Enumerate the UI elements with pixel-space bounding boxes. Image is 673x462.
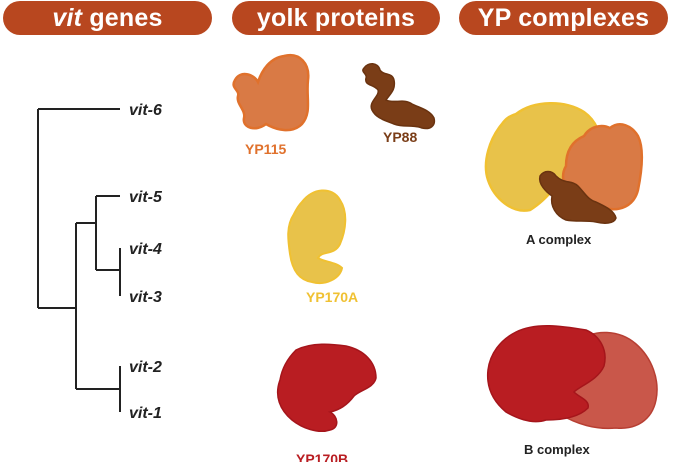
header-genes-text: genes: [82, 3, 163, 32]
a-complex-yp170a: [484, 102, 602, 212]
header-vit-genes: vit genes: [3, 1, 212, 35]
label-b-complex: B complex: [524, 442, 591, 457]
yp170a-shape: [287, 189, 347, 284]
label-a-complex: A complex: [526, 232, 592, 247]
gene-tree: [37, 108, 121, 412]
gene-label-vit-5: vit-5: [129, 189, 163, 206]
gene-label-vit-3: vit-3: [129, 289, 162, 306]
header-yolk-proteins: yolk proteins: [232, 1, 440, 35]
gene-label-vit-4: vit-4: [129, 241, 162, 258]
yp115-shape: [232, 53, 310, 132]
label-yp88: YP88: [383, 129, 417, 145]
label-yp115: YP115: [245, 141, 286, 157]
header-yp-complexes: YP complexes: [459, 1, 668, 35]
label-yp170a: YP170A: [306, 289, 358, 305]
gene-label-vit-2: vit-2: [129, 359, 162, 376]
b-complex-group: B complex: [486, 324, 658, 457]
a-complex-group: A complex: [484, 102, 643, 247]
gene-label-vit-6: vit-6: [129, 102, 162, 119]
a-complex-yp115: [561, 123, 643, 211]
a-complex-yp88: [538, 170, 617, 224]
gene-label-vit-1: vit-1: [129, 405, 162, 422]
yp170b-shape: [276, 343, 377, 432]
b-complex-yp170b: [486, 324, 606, 423]
yp88-shape: [362, 63, 436, 130]
header-vit-italic: vit: [52, 3, 83, 32]
gene-labels: vit-6 vit-5 vit-4 vit-3 vit-2 vit-1: [129, 102, 163, 422]
label-yp170b: YP170B: [296, 451, 348, 462]
